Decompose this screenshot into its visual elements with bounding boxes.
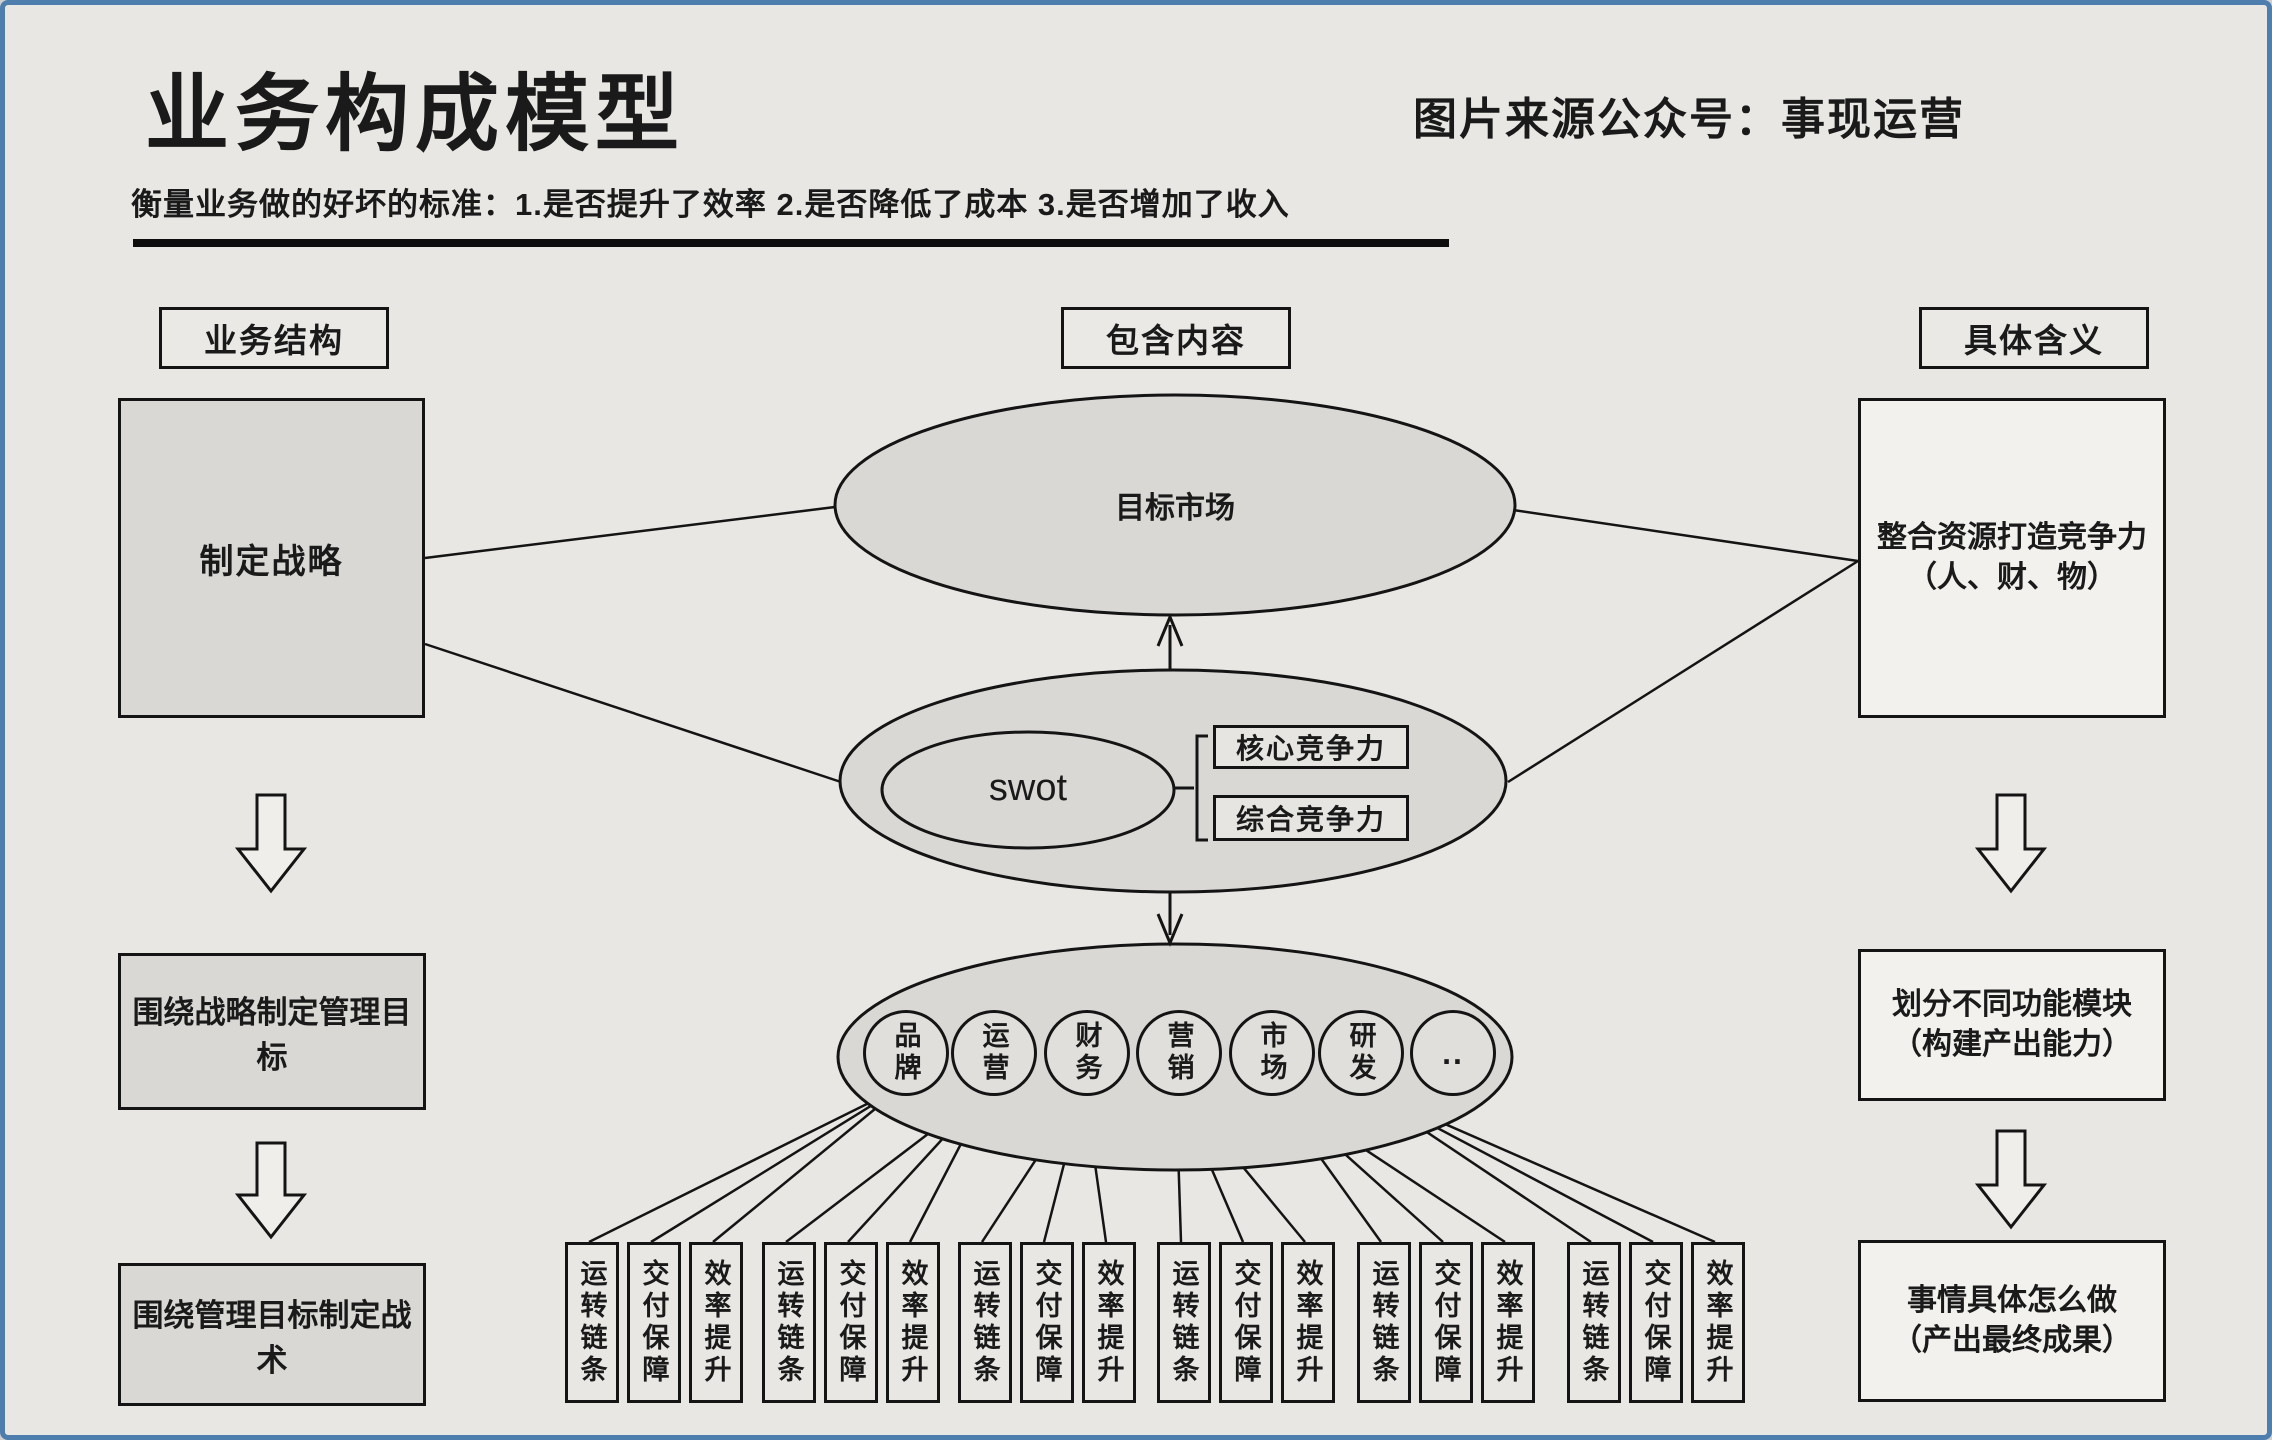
right-step-execution-line1: 事情具体怎么做 [1907,1283,2117,1317]
right-step-resources-line2: （人、财、物） [1907,561,2117,594]
right-step-execution-line2: （产出最终成果） [1892,1324,2132,1357]
page-subtitle: 衡量业务做的好坏的标准：1.是否提升了效率 2.是否降低了成本 3.是否增加了收… [131,187,1290,222]
department-circle-6: 研发 [1318,1010,1404,1096]
chain-box-g6-2: 交付保障 [1629,1242,1683,1403]
chain-box-g6-1: 运转链条 [1567,1242,1621,1403]
column-header-meaning: 具体含义 [1919,307,2149,369]
connector-lines [424,505,1859,784]
right-step-resources-line1: 整合资源打造竞争力 [1877,520,2147,554]
comprehensive-competitiveness-box: 综合竞争力 [1213,795,1409,841]
column-header-contents: 包含内容 [1061,307,1291,369]
chain-box-g2-2: 交付保障 [824,1242,878,1403]
swot-bracket [1174,734,1208,842]
page-title: 业务构成模型 [145,67,686,161]
right-step-modules-line2: （构建产出能力） [1892,1028,2132,1061]
up-arrow [1156,613,1184,671]
right-step-modules-line1: 划分不同功能模块 [1892,987,2132,1021]
left-step-tactics: 围绕管理目标制定战术 [118,1263,426,1406]
department-circle-7: .. [1410,1010,1496,1096]
title-divider [133,239,1449,247]
core-competitiveness-box: 核心竞争力 [1213,725,1409,769]
chain-box-g1-3: 效率提升 [689,1242,743,1403]
left-step-management-goals: 围绕战略制定管理目标 [118,953,426,1110]
right-step-modules: 划分不同功能模块 （构建产出能力） [1858,949,2166,1101]
chain-box-g2-1: 运转链条 [762,1242,816,1403]
chain-box-g2-3: 效率提升 [886,1242,940,1403]
right-step-execution: 事情具体怎么做 （产出最终成果） [1858,1240,2166,1402]
fan-line [650,1084,904,1244]
department-circle-5: 市场 [1229,1010,1315,1096]
chain-box-g1-2: 交付保障 [627,1242,681,1403]
target-market-label: 目标市场 [1115,492,1235,525]
department-circle-1: 品牌 [863,1010,949,1096]
flow-down-arrow-1 [234,793,308,894]
department-circle-4: 营销 [1136,1010,1222,1096]
left-step-strategy: 制定战略 [118,398,425,718]
right-step-resources: 整合资源打造竞争力 （人、财、物） [1858,398,2166,718]
target-market-ellipse [833,393,1517,617]
chain-box-g1-1: 运转链条 [565,1242,619,1403]
fan-line [588,1084,904,1244]
column-header-business-structure: 业务结构 [159,307,389,369]
swot-label: swot [988,767,1068,809]
flow-arrows [234,793,2048,1240]
fan-line [712,1085,904,1243]
chain-box-g4-3: 效率提升 [1281,1242,1335,1403]
department-circle-3: 财务 [1044,1010,1130,1096]
flow-down-arrow-4 [1974,1129,2048,1230]
chain-box-g4-2: 交付保障 [1219,1242,1273,1403]
image-source-note: 图片来源公众号：事现运营 [1413,95,1965,144]
department-circle-2: 运营 [951,1010,1037,1096]
swot-inner-ellipse [880,730,1176,850]
chain-box-g4-1: 运转链条 [1157,1242,1211,1403]
chain-box-g5-3: 效率提升 [1481,1242,1535,1403]
chain-box-g3-2: 交付保障 [1020,1242,1074,1403]
down-arrow [1156,893,1184,947]
chain-box-g6-3: 效率提升 [1691,1242,1745,1403]
flow-down-arrow-2 [234,1141,308,1240]
chain-box-g3-1: 运转链条 [958,1242,1012,1403]
flow-down-arrow-3 [1974,793,2048,894]
chain-box-g5-2: 交付保障 [1419,1242,1473,1403]
chain-box-g5-1: 运转链条 [1357,1242,1411,1403]
chain-box-g3-3: 效率提升 [1082,1242,1136,1403]
